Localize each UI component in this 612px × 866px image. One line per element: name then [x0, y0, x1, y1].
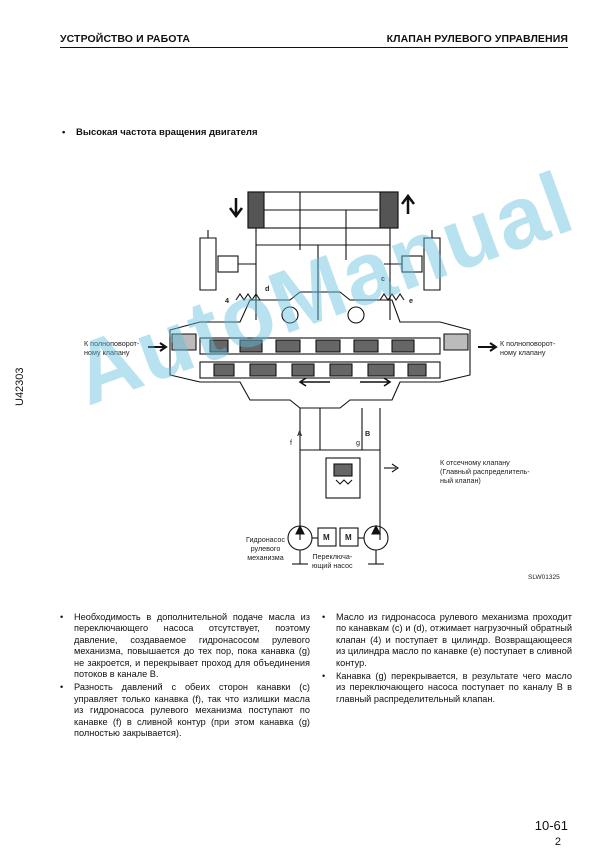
label-pump-line3: механизма — [247, 553, 284, 562]
label-pump-line1: Гидронасос — [246, 535, 285, 544]
label-switch-line1: Переключа- — [312, 552, 353, 561]
label-right-line2: ному клапану — [500, 348, 546, 357]
label-shutoff: К отсечному клапану (Главный распределит… — [440, 458, 530, 485]
label-right-fullturn: К полноповорот- ному клапану — [500, 339, 555, 357]
section-heading: • Высокая частота вращения двигателя — [62, 127, 257, 138]
header-section-title: УСТРОЙСТВО И РАБОТА — [60, 33, 191, 45]
label-shutoff-line3: ный клапан) — [440, 476, 481, 485]
shutoff-valve — [325, 457, 361, 499]
right-paragraph-2-text: Канавка (g) перекрывается, в результате … — [336, 671, 572, 704]
letter-g: g — [356, 438, 360, 447]
valve-body — [169, 291, 471, 409]
letter-c: c — [381, 274, 385, 283]
letter-f: f — [290, 438, 292, 447]
label-left-fullturn: К полноповорот- ному клапану — [84, 339, 139, 357]
bullet: • — [322, 612, 326, 622]
right-paragraph-1-text: Масло из гидронасоса рулевого механизма … — [336, 612, 572, 668]
label-pump-line2: рулевого — [250, 544, 281, 553]
left-paragraph-1-text: Необходимость в дополнительной подаче ма… — [74, 612, 310, 680]
letter-B: B — [365, 429, 371, 438]
left-paragraph-2: • Разность давлений с обеих сторон канавк… — [60, 682, 310, 739]
bullet: • — [60, 682, 64, 693]
label-right-line1: К полноповорот- — [500, 339, 556, 348]
page-sub-number: 2 — [554, 836, 562, 848]
label-steering-pump: Гидронасос рулевого механизма — [246, 535, 285, 562]
letter-d: d — [265, 284, 270, 293]
right-column: • Масло из гидронасоса рулевого механизма… — [322, 612, 572, 707]
page-number: 10-61 — [534, 818, 568, 833]
motor-2 — [339, 527, 359, 547]
label-shutoff-line1: К отсечному клапану — [440, 458, 510, 467]
letter-A: A — [297, 429, 303, 438]
diagram-code: SLW01325 — [528, 574, 560, 581]
motor-label-1: M — [323, 533, 330, 542]
left-paragraph-2-text: Разность давлений с обеих сторон канавки… — [74, 682, 310, 739]
left-paragraph-1: • Необходимость в дополнительной подаче м… — [60, 612, 310, 680]
label-left-line2: ному клапану — [84, 348, 130, 357]
section-bullet: • — [62, 127, 66, 138]
left-column: • Необходимость в дополнительной подаче м… — [60, 612, 310, 741]
header-chapter-title: КЛАПАН РУЛЕВОГО УПРАВЛЕНИЯ — [386, 33, 568, 45]
bullet: • — [60, 612, 64, 622]
label-left-line1: К полноповорот- — [84, 339, 140, 348]
motor-1 — [317, 527, 337, 547]
header-rule — [60, 47, 568, 48]
label-switch-line2: ющий насос — [312, 561, 353, 570]
right-paragraph-1: • Масло из гидронасоса рулевого механизма… — [322, 612, 572, 669]
hydraulic-diagram: К полноповорот- ному клапану К полнопово… — [0, 150, 612, 605]
label-switch-pump: Переключа- ющий насос — [312, 552, 353, 570]
motor-label-2: M — [345, 533, 352, 542]
bullet: • — [322, 671, 326, 682]
number-4: 4 — [225, 296, 229, 305]
label-shutoff-line2: (Главный распределитель- — [440, 467, 530, 476]
section-heading-text: Высокая частота вращения двигателя — [76, 127, 258, 138]
diagram-drawing — [148, 191, 498, 565]
letter-e: e — [409, 296, 413, 305]
right-paragraph-2: • Канавка (g) перекрывается, в результате… — [322, 671, 572, 705]
